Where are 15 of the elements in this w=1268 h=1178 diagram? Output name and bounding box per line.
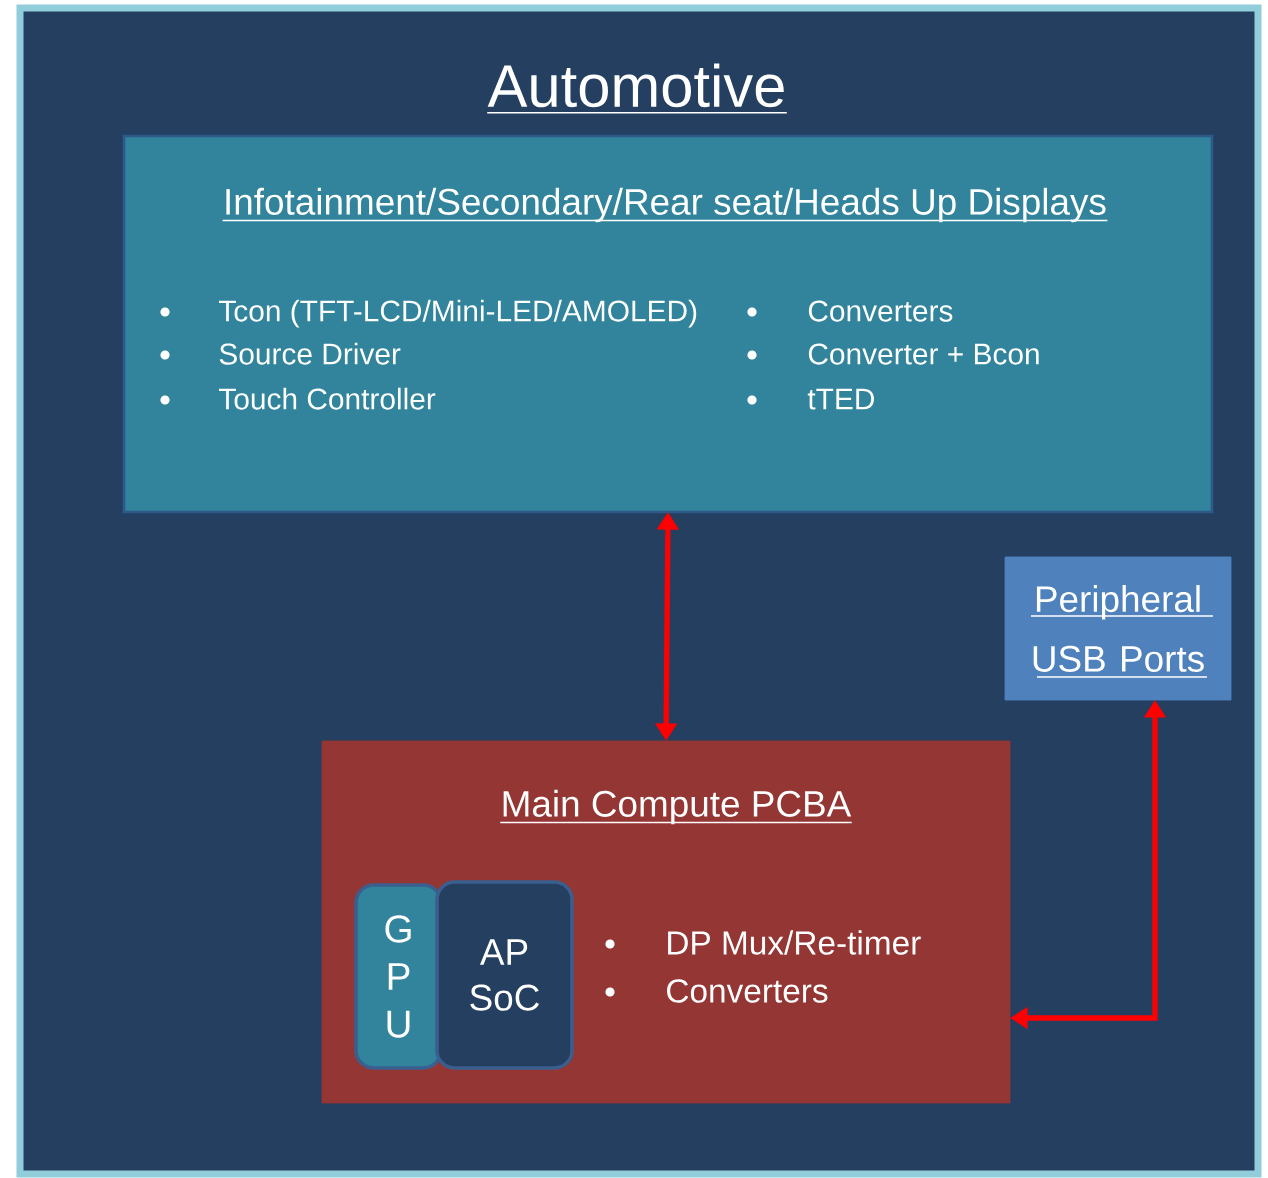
bullet-item: Tcon (TFT-LCD/Mini-LED/AMOLED)	[160, 299, 697, 328]
display-box	[122, 134, 1214, 514]
bullet-item: Converter + Bcon	[747, 343, 1039, 365]
bullet-item: Converters	[605, 979, 828, 1003]
heading: Automotive	[486, 63, 788, 114]
bullet-item: Converters	[747, 300, 953, 322]
chip-box: G P U	[354, 883, 443, 1070]
bullet-item: DP Mux/Re-timer	[605, 930, 921, 955]
bullet-item: Source Driver	[160, 342, 401, 365]
heading: Infotainment/Secondary/Rear seat/Heads Up Displays	[221, 187, 1109, 223]
heading: Main Compute PCBA	[499, 789, 853, 825]
chip-box: AP SoC	[435, 880, 574, 1070]
bullet-item: tTED	[747, 388, 874, 410]
bullet-item: Touch Controller	[160, 387, 436, 410]
peripheral-box: Peripheral USB Ports	[1004, 556, 1232, 701]
